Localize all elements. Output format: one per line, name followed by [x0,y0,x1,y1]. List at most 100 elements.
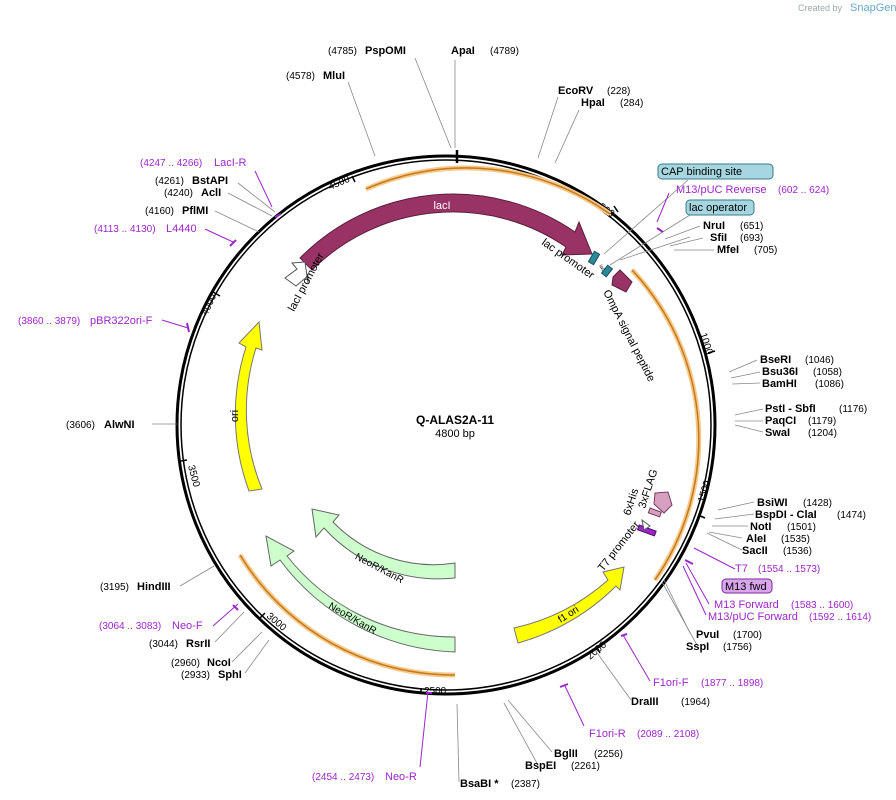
primer-M13-Forward-range: (1583 .. 1600) [791,600,853,611]
primer-F1ori-F[interactable]: F1ori-F [653,677,689,689]
primer-T7-range: (1554 .. 1573) [758,564,820,575]
site-AclI-pos: (4240) [164,188,193,199]
site-EcoRV-pos: (228) [607,86,630,97]
site-NcoI-pos: (2960) [171,658,200,669]
primer-LacI-R[interactable]: LacI-R [214,157,246,169]
site-AleI[interactable]: AleI [746,533,766,545]
ori-feature[interactable]: ori [229,320,263,492]
site-BspDI-ClaI-pos: (1474) [837,510,866,521]
created-by-text: Created by [798,3,843,13]
site-BspEI-pos: (2261) [571,761,600,772]
tick-label-4500: 4500 [327,174,352,193]
site-DraIII[interactable]: DraIII [631,696,659,708]
primer-M13-pUC-Forward[interactable]: M13/pUC Forward [708,611,798,623]
primer-M13-Forward[interactable]: M13 Forward [714,599,779,611]
site-AclI[interactable]: AclI [201,187,221,199]
m13-fwd-label: M13 fwd [725,581,767,593]
site-Bsu36I[interactable]: Bsu36I [762,366,798,378]
site-PspOMI[interactable]: PspOMI [365,45,406,57]
site-HpaI-pos: (284) [620,98,643,109]
site-RsrII-pos: (3044) [149,639,178,650]
primer-pBR322ori-F[interactable]: pBR322ori-F [90,315,153,327]
site-PspOMI-pos: (4785) [328,46,357,57]
cap-binding-label: CAP binding site [661,166,742,178]
primer-M13-pUC-Forward-range: (1592 .. 1614) [809,612,871,623]
site-BspEI[interactable]: BspEI [525,760,556,772]
flag-feature[interactable] [636,491,673,537]
leader-lines [152,57,764,783]
primer-F1ori-R[interactable]: F1ori-R [589,728,626,740]
primer-Neo-F[interactable]: Neo-F [172,620,203,632]
site-PaqCI[interactable]: PaqCI [765,415,796,427]
site-BseRI[interactable]: BseRI [760,354,791,366]
primer-L4440[interactable]: L4440 [166,223,197,235]
site-BamHI-pos: (1086) [815,379,844,390]
site-NotI[interactable]: NotI [750,521,771,533]
site-BglII[interactable]: BglII [554,748,578,760]
tick-label-1500: 1500 [696,479,713,504]
primer-LacI-R-range: (4247 .. 4266) [140,158,202,169]
site-SfiI[interactable]: SfiI [710,232,727,244]
primer-F1ori-F-range: (1877 .. 1898) [701,678,763,689]
ompA-feature[interactable] [611,269,633,293]
site-HpaI[interactable]: HpaI [581,97,605,109]
snapgene-logo[interactable]: SnapGene [850,2,896,14]
tick-label-4000: 4000 [200,292,220,317]
site-Bsu36I-pos: (1058) [813,367,842,378]
m13-fwd-box[interactable]: M13 fwd [721,578,773,594]
plasmid-name: Q-ALAS2A-11 [416,413,494,427]
site-SwaI[interactable]: SwaI [765,427,790,439]
primer-Neo-R[interactable]: Neo-R [385,771,417,783]
site-AleI-pos: (1535) [781,534,810,545]
site-PvuI[interactable]: PvuI [696,629,719,641]
site-NruI[interactable]: NruI [703,220,725,232]
site-BsiWI-pos: (1428) [803,498,832,509]
site-AlwNI-pos: (3606) [66,420,95,431]
primer-M13-pUC-Reverse[interactable]: M13/pUC Reverse [676,184,766,196]
site-BamHI[interactable]: BamHI [762,378,797,390]
site-SphI[interactable]: SphI [218,669,242,681]
neo-feature-1[interactable]: NeoR/KanR [311,508,456,586]
site-NcoI[interactable]: NcoI [207,657,231,669]
site-BstAPI-pos: (4261) [155,176,184,187]
site-BspDI-ClaI[interactable]: BspDI - ClaI [755,509,817,521]
site-RsrII[interactable]: RsrII [186,638,210,650]
site-BsaBI[interactable]: BsaBI * [460,778,499,790]
ompA-label: OmpA signal peptide [600,288,657,384]
site-HindIII[interactable]: HindIII [137,581,171,593]
lacI-feature[interactable]: lacI [299,193,593,271]
site-BsiWI[interactable]: BsiWI [757,497,788,509]
cap-binding-box[interactable]: CAP binding site [657,163,774,180]
backbone-outer [175,154,717,696]
site-EcoRV[interactable]: EcoRV [558,85,594,97]
site-PflMI[interactable]: PflMI [182,205,208,217]
site-BseRI-pos: (1046) [805,355,834,366]
site-AlwNI[interactable]: AlwNI [104,419,135,431]
site-SacII[interactable]: SacII [742,545,768,557]
primer-M13-pUC-Reverse-range: (602 .. 624) [778,185,829,196]
site-PstI-SbfI[interactable]: PstI - SbfI [765,403,816,415]
primer-marks [186,213,694,694]
site-labels: ApaI (4789) (4785) PspOMI (4578) MluI Ec… [66,45,867,790]
site-MfeI-pos: (705) [754,245,777,256]
primer-labels: (4247 .. 4266) LacI-R (4113 .. 4130) L44… [18,157,871,783]
lac-promoter-feature[interactable]: lac [587,250,614,278]
t7-promoter-label: T7 promoter [596,519,643,574]
site-BstAPI[interactable]: BstAPI [192,175,228,187]
site-PvuI-pos: (1700) [733,630,762,641]
lac-operator-box[interactable]: lac operator [685,199,755,216]
site-SspI-pos: (1756) [723,642,752,653]
site-SwaI-pos: (1204) [808,428,837,439]
site-MluI[interactable]: MluI [323,70,345,82]
primer-leader-lines [161,170,736,768]
site-MfeI[interactable]: MfeI [717,244,739,256]
site-NruI-pos: (651) [740,221,763,232]
primer-Neo-R-range: (2454 .. 2473) [312,772,374,783]
site-SspI[interactable]: SspI [686,641,709,653]
lacI-promoter-feature[interactable] [284,261,309,287]
lacI-label: lacI [433,200,450,212]
site-ApaI[interactable]: ApaI [451,45,475,57]
primer-T7[interactable]: T7 [735,563,748,575]
f1ori-feature[interactable]: f1 ori [513,566,625,644]
